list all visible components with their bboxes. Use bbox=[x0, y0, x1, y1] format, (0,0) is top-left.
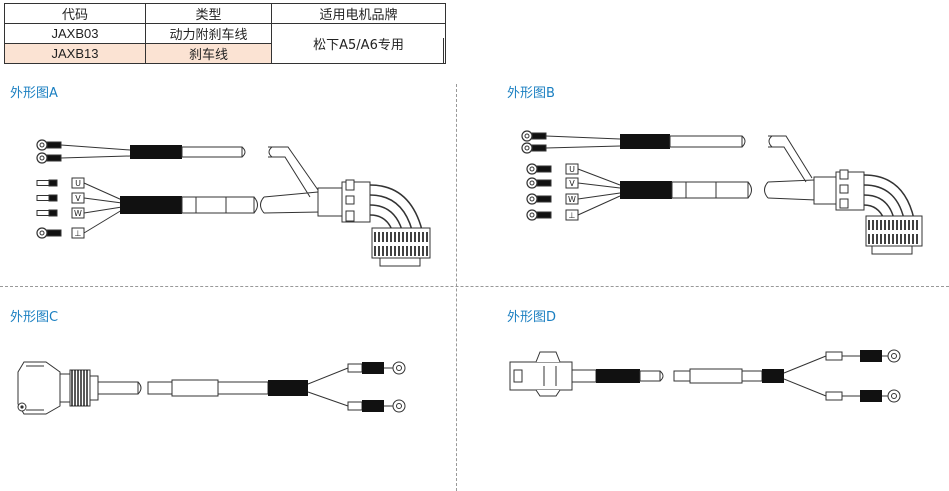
cell-code: JAXB03 bbox=[4, 23, 146, 44]
section-divider-vertical bbox=[456, 84, 457, 491]
ring-terminal-icon bbox=[36, 227, 62, 239]
figure-b-title: 外形图B bbox=[507, 86, 555, 101]
header-type: 类型 bbox=[145, 3, 272, 24]
ring-terminal-icon bbox=[521, 130, 547, 142]
figure-a-drawing bbox=[36, 139, 431, 267]
cell-code: JAXB13 bbox=[4, 43, 146, 64]
wire-mark-ground: ⊥ bbox=[75, 229, 82, 238]
table-row: JAXB13 刹车线 bbox=[4, 43, 446, 64]
wire-mark-w: W bbox=[74, 209, 82, 218]
figure-c-drawing bbox=[17, 361, 406, 415]
figure-c-title: 外形图C bbox=[10, 310, 59, 325]
wire-mark-u: U bbox=[75, 179, 81, 188]
table-edge-line bbox=[443, 38, 444, 64]
pin-terminal-icon bbox=[36, 209, 58, 217]
cell-type: 刹车线 bbox=[145, 43, 272, 64]
figure-d-drawing bbox=[509, 349, 901, 403]
ring-terminal-icon bbox=[526, 177, 552, 189]
wire-mark-u: U bbox=[569, 165, 575, 174]
ring-terminal-icon bbox=[526, 163, 552, 175]
header-brand: 适用电机品牌 bbox=[271, 3, 446, 24]
table-header-row: 代码 类型 适用电机品牌 bbox=[4, 3, 446, 24]
section-divider-horizontal bbox=[0, 286, 949, 287]
pin-terminal-icon bbox=[36, 179, 58, 187]
wire-mark-v: V bbox=[75, 194, 81, 203]
ring-terminal-icon bbox=[521, 142, 547, 154]
ring-terminal-icon bbox=[526, 209, 552, 221]
pin-terminal-icon bbox=[36, 194, 58, 202]
ring-terminal-icon bbox=[526, 193, 552, 205]
figure-a-title: 外形图A bbox=[10, 86, 58, 101]
spec-table: 代码 类型 适用电机品牌 JAXB03 动力附刹车线 松下A5/A6专用 JAX… bbox=[4, 3, 446, 64]
figure-b-drawing bbox=[521, 130, 923, 255]
wire-mark-w: W bbox=[568, 195, 576, 204]
cell-brand: 松下A5/A6专用 bbox=[271, 23, 446, 64]
figure-d-title: 外形图D bbox=[507, 310, 557, 325]
ring-terminal-icon bbox=[36, 139, 62, 151]
header-code: 代码 bbox=[4, 3, 146, 24]
ring-terminal-icon bbox=[36, 152, 62, 164]
wire-mark-v: V bbox=[569, 179, 575, 188]
wire-mark-ground: ⊥ bbox=[569, 211, 576, 220]
